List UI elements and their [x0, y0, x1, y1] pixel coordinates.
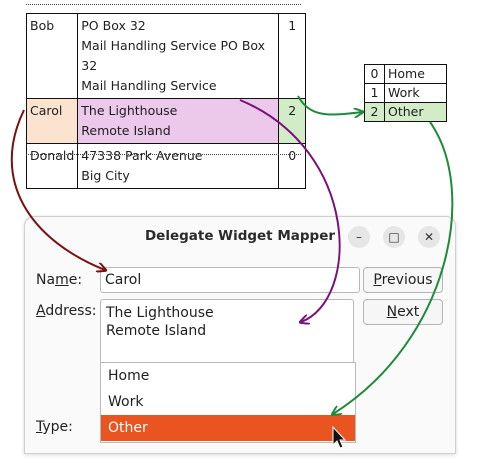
address-textarea[interactable]: The Lighthouse Remote Island	[100, 299, 354, 367]
type-column-arrow	[297, 95, 362, 115]
type-label: Type:	[36, 419, 73, 435]
name-cell: Carol	[25, 98, 79, 144]
maximize-icon: □	[388, 230, 400, 244]
name-cell: Donald	[25, 143, 79, 189]
minimize-icon: –	[356, 230, 362, 244]
app-window: Delegate Widget Mapper – □ ✕ Name: Carol…	[24, 216, 456, 454]
mouse-cursor-icon	[332, 425, 347, 449]
table-row: Bob PO Box 32 Mail Handling Service PO B…	[25, 13, 307, 99]
type-label: Other	[384, 102, 447, 122]
type-cell: 0	[278, 143, 307, 189]
type-row-selected: 2 Other	[364, 102, 447, 122]
minimize-button[interactable]: –	[348, 226, 370, 248]
type-label: Work	[384, 83, 447, 103]
address-cell: 47338 Park Avenue Big City	[77, 143, 280, 189]
window-title: Delegate Widget Mapper	[144, 228, 336, 244]
name-label: Name:	[36, 272, 83, 288]
address-line: PO Box 32	[81, 18, 146, 33]
close-button[interactable]: ✕	[418, 226, 440, 248]
address-line: Mail Handling Service PO Box 32	[81, 38, 266, 73]
maximize-button[interactable]: □	[383, 226, 405, 248]
address-cell: PO Box 32 Mail Handling Service PO Box 3…	[77, 13, 280, 99]
type-id: 2	[364, 102, 385, 122]
table-row: Donald 47338 Park Avenue Big City 0	[25, 143, 307, 189]
address-line: The Lighthouse	[106, 305, 214, 321]
address-line: The Lighthouse	[81, 103, 178, 118]
type-option-other[interactable]: Other	[101, 415, 355, 441]
name-input[interactable]: Carol	[100, 267, 360, 293]
title-bar[interactable]: Delegate Widget Mapper – □ ✕	[25, 217, 455, 257]
address-line: Remote Island	[106, 323, 207, 339]
table-row-selected: Carol The Lighthouse Remote Island 2	[25, 98, 307, 144]
name-mapping-arrow	[10, 109, 105, 270]
address-cell: The Lighthouse Remote Island	[77, 98, 280, 144]
address-line: 47338 Park Avenue	[81, 148, 203, 163]
type-option-work[interactable]: Work	[108, 394, 144, 410]
type-option-arrow	[333, 121, 454, 414]
type-row: 1 Work	[364, 83, 447, 103]
previous-button[interactable]: Previous	[363, 267, 443, 293]
type-lookup-table: 0 Home 1 Work 2 Other	[364, 64, 447, 122]
address-line: Mail Handling Service	[81, 78, 217, 93]
table-top-continuation	[26, 4, 301, 5]
name-cell: Bob	[25, 13, 79, 99]
address-label: Address:	[36, 303, 97, 319]
type-option-home[interactable]: Home	[108, 368, 150, 384]
address-line: Remote Island	[81, 123, 171, 138]
table-bottom-continuation	[26, 154, 301, 155]
model-table: Bob PO Box 32 Mail Handling Service PO B…	[25, 13, 307, 189]
close-icon: ✕	[423, 230, 435, 244]
address-line: Big City	[81, 168, 130, 183]
address-mapping-arrow	[239, 99, 341, 322]
type-cell: 2	[278, 98, 307, 144]
type-combobox-popup[interactable]: Home Work Other	[100, 362, 356, 443]
